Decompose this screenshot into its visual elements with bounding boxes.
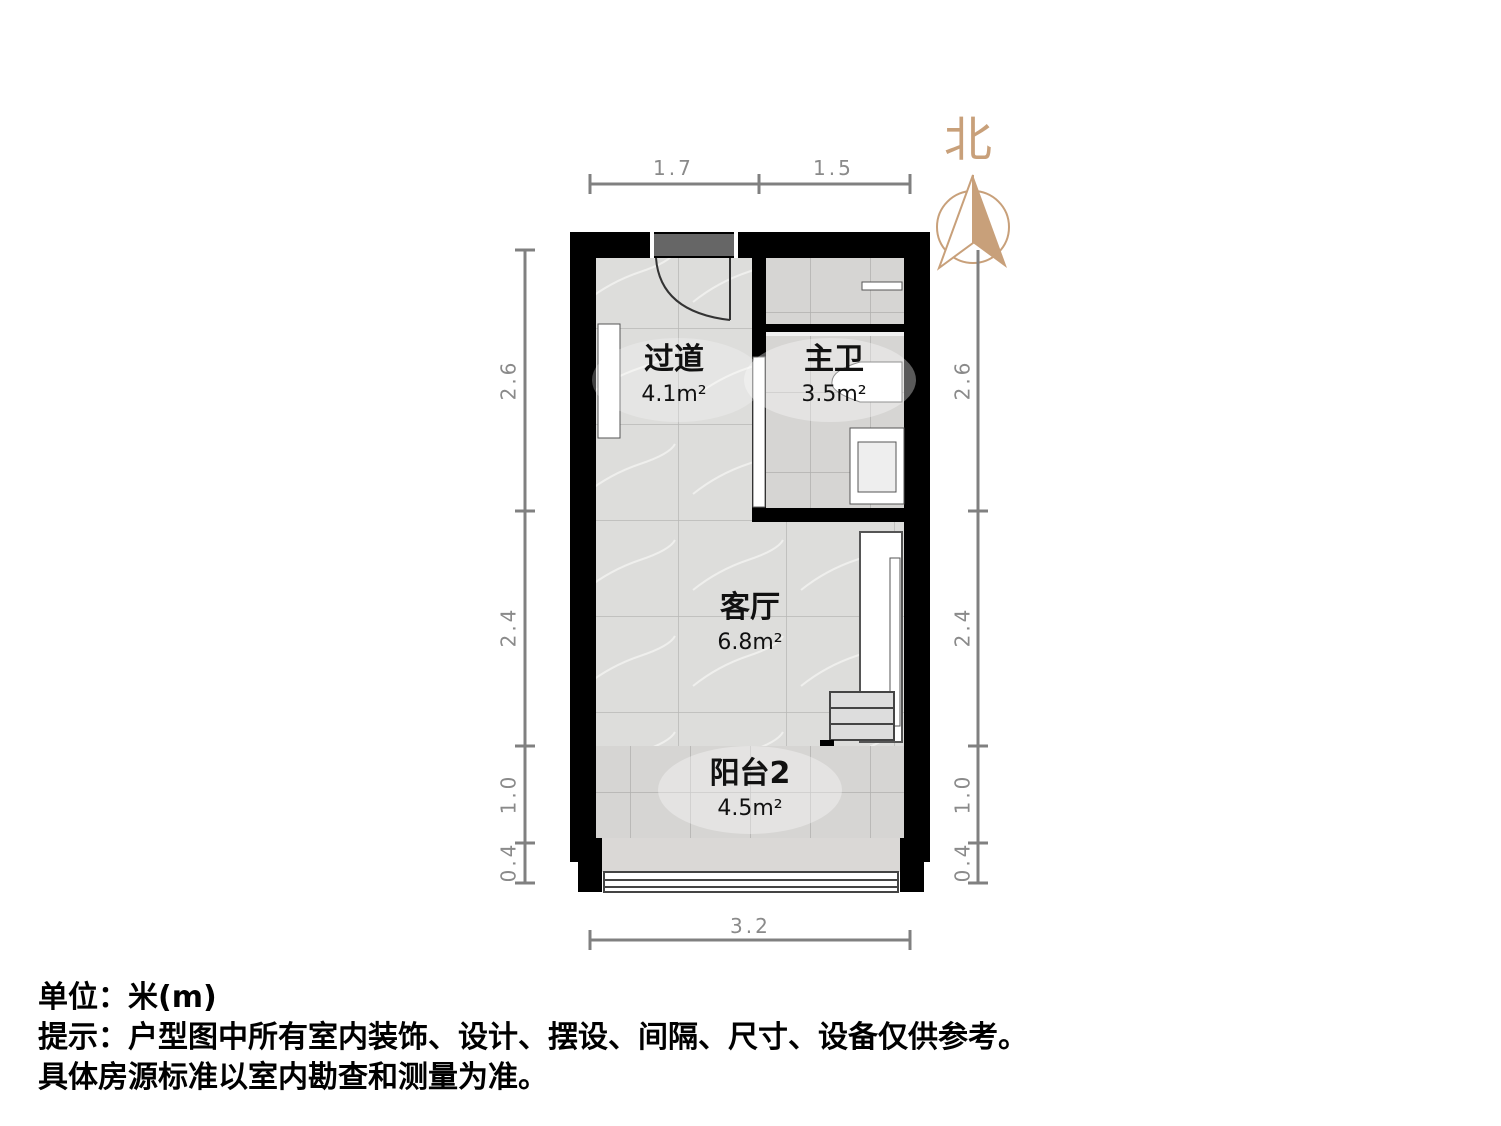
- room-bathroom-area: 3.5m²: [801, 382, 867, 407]
- compass-icon: [936, 174, 1010, 271]
- north-label: 北: [944, 112, 993, 168]
- disclaimer-note: 具体房源标准以室内勘查和测量为准。: [38, 1060, 548, 1095]
- dim-left-1: 2.6: [496, 359, 521, 401]
- dim-top-2: 1.5: [813, 156, 854, 180]
- top-dimension-line: [588, 174, 912, 194]
- dim-bottom-1: 3.2: [730, 914, 771, 938]
- dim-left-2: 2.4: [496, 606, 521, 648]
- unit-note: 单位：米(m): [38, 980, 217, 1015]
- dim-right-3: 1.0: [950, 773, 975, 815]
- dim-right-2: 2.4: [950, 606, 975, 648]
- dim-left-3: 1.0: [496, 773, 521, 815]
- room-bathroom-name: 主卫: [804, 342, 864, 377]
- room-living-area: 6.8m²: [717, 630, 783, 655]
- dim-left-4: 0.4: [496, 841, 521, 883]
- room-corridor-name: 过道: [644, 342, 704, 377]
- room-corridor-area: 4.1m²: [641, 382, 707, 407]
- dim-top-1: 1.7: [653, 156, 694, 180]
- dim-right-4: 0.4: [950, 841, 975, 883]
- left-dimension-line: [515, 248, 535, 885]
- floor-plan: [570, 232, 930, 893]
- dim-right-1: 2.6: [950, 359, 975, 401]
- room-living-name: 客厅: [720, 590, 780, 625]
- hint-note: 提示：户型图中所有室内装饰、设计、摆设、间隔、尺寸、设备仅供参考。: [38, 1020, 1028, 1055]
- room-balcony-name: 阳台2: [709, 756, 791, 791]
- bottom-dimension-line: [588, 930, 912, 950]
- right-dimension-line: [968, 250, 988, 885]
- room-balcony-area: 4.5m²: [717, 796, 783, 821]
